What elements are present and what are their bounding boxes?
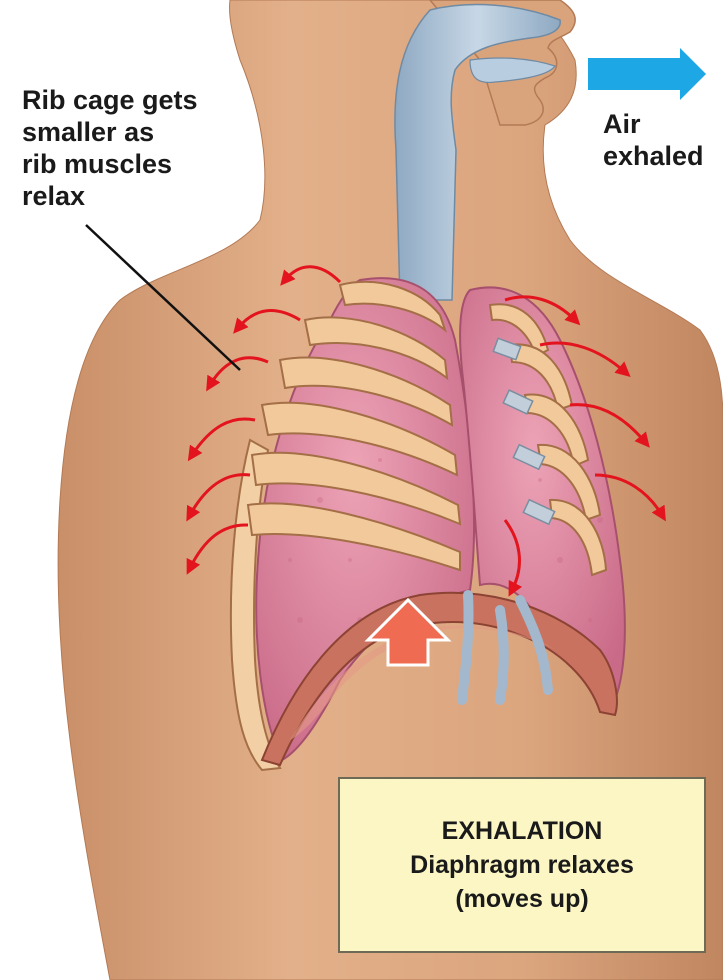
arrow-right-icon <box>588 48 706 100</box>
rib-cage-label-line: relax <box>22 180 198 212</box>
rib-cage-label-line: rib muscles <box>22 148 198 180</box>
air-label-line: Air <box>603 108 704 140</box>
rib-cage-label: Rib cage gets smaller as rib muscles rel… <box>22 84 198 212</box>
rib-cage-label-line: Rib cage gets <box>22 84 198 116</box>
caption-title: EXHALATION <box>442 814 603 848</box>
caption-box: EXHALATION Diaphragm relaxes (moves up) <box>338 777 706 953</box>
caption-line: Diaphragm relaxes <box>410 848 634 882</box>
air-exhaled-label: Air exhaled <box>603 108 704 172</box>
rib-cage-label-line: smaller as <box>22 116 198 148</box>
air-label-line: exhaled <box>603 140 704 172</box>
caption-line: (moves up) <box>455 882 588 916</box>
